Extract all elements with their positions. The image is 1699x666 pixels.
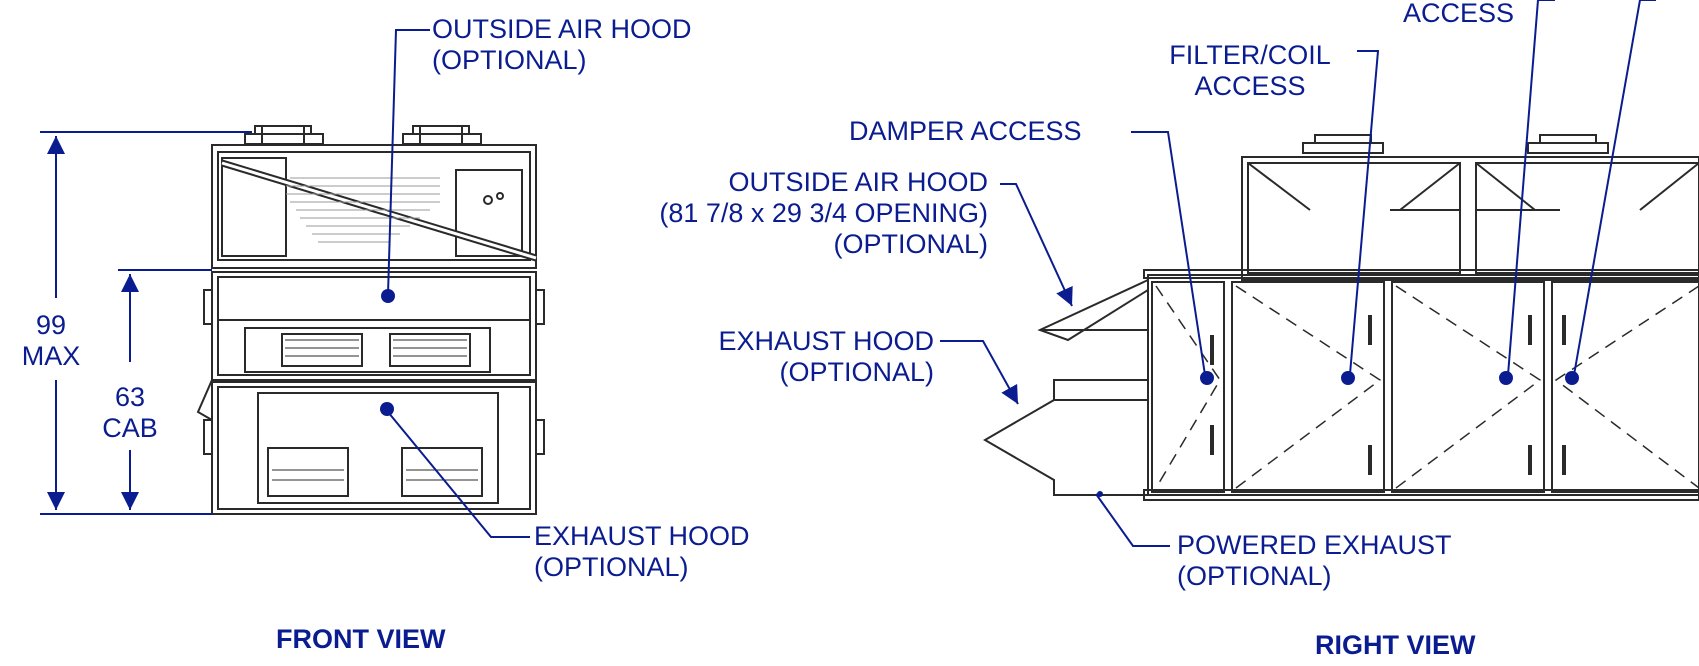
right-label-oah-line1: OUTSIDE AIR HOOD [728,167,988,197]
cabinet-height-value: 63 [114,382,146,412]
front-label-outside-air-hood: OUTSIDE AIR HOOD (OPTIONAL) [432,14,692,76]
front-leader-outside-air-hood [387,29,430,295]
cabinet-height-unit: CAB [102,413,158,443]
right-label-oah-line3: (OPTIONAL) [833,229,988,259]
front-label-oah-line2: (OPTIONAL) [432,45,587,75]
front-condenser-fan-left [244,125,324,145]
front-label-exhaust-hood: EXHAUST HOOD (OPTIONAL) [534,521,750,583]
overall-height-value: 99 [35,310,67,340]
overall-height-unit: MAX [21,341,81,371]
right-label-outside-air-hood: OUTSIDE AIR HOOD (81 7/8 x 29 3/4 OPENIN… [590,167,988,260]
right-leader-dots [1097,371,1579,497]
front-view-title: FRONT VIEW [276,624,446,654]
right-label-oah-line2: (81 7/8 x 29 3/4 OPENING) [659,198,988,228]
front-label-eh-line1: EXHAUST HOOD [534,521,750,551]
right-label-eh-line1: EXHAUST HOOD [718,326,934,356]
right-label-powered-exhaust: POWERED EXHAUST (OPTIONAL) [1177,530,1452,592]
right-label-damper-access: DAMPER ACCESS [849,116,1082,146]
right-view-unit [983,134,1699,501]
front-label-oah-line1: OUTSIDE AIR HOOD [432,14,692,44]
right-label-filter-coil-access: FILTER/COIL ACCESS [1150,40,1350,102]
right-label-access-top: ACCESS [1403,0,1515,28]
right-view-title: RIGHT VIEW [1315,630,1476,660]
front-leader-exhaust-hood [387,411,530,538]
front-leader-dot-1 [381,289,395,303]
overall-height-dimension: 99 MAX [20,310,82,372]
front-condenser-fan-right [402,125,482,145]
front-dimension-lines [40,131,252,515]
right-label-eh-line2: (OPTIONAL) [779,357,934,387]
right-label-fc-line2: ACCESS [1194,71,1306,101]
front-leader-dot-2 [380,402,394,416]
cabinet-height-dimension: 63 CAB [94,382,166,444]
right-label-pe-line1: POWERED EXHAUST [1177,530,1452,560]
right-label-fc-line1: FILTER/COIL [1169,40,1331,70]
front-view-unit [196,125,545,515]
right-leader-lines [940,0,1656,547]
front-label-eh-line2: (OPTIONAL) [534,552,689,582]
right-condenser-fan-right [1527,134,1609,154]
right-label-exhaust-hood: EXHAUST HOOD (OPTIONAL) [650,326,934,388]
right-label-pe-line2: (OPTIONAL) [1177,561,1332,591]
